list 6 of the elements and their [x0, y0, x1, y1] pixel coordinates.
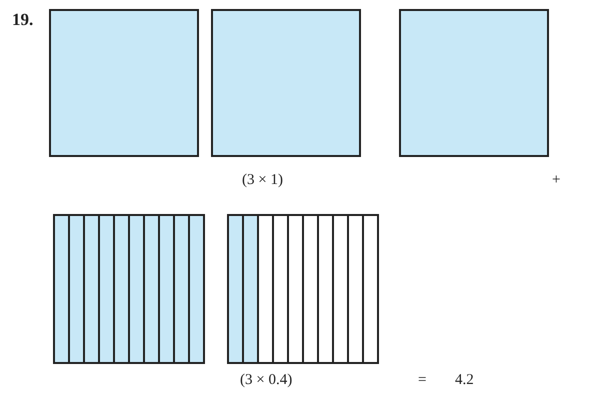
equals-sign: = — [418, 372, 426, 389]
expression-label: (3 × 0.4) — [240, 372, 292, 389]
expression-label: (3 × 1) — [242, 172, 283, 189]
plus-sign: + — [552, 172, 560, 189]
result-value: 4.2 — [455, 372, 474, 389]
question-number: 19. — [12, 10, 34, 30]
